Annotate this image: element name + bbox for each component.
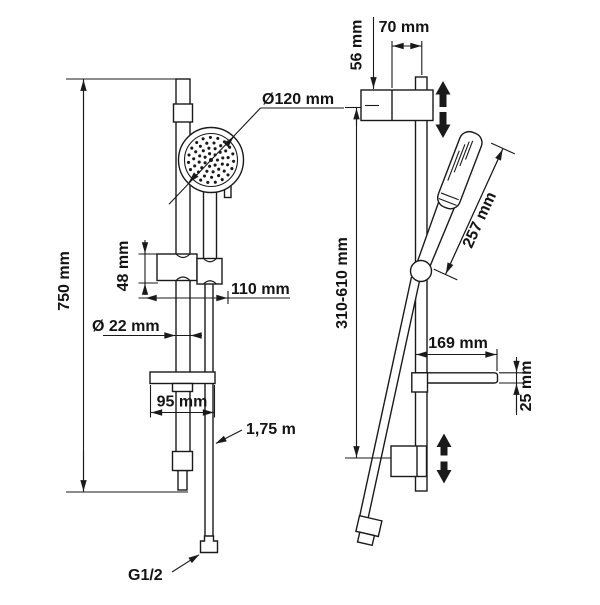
- dim-adjustment-range: 310-610 mm: [334, 106, 391, 459]
- top-slider: [172, 103, 194, 123]
- svg-text:750 mm: 750 mm: [56, 251, 73, 311]
- hose-connector-side: [355, 514, 383, 547]
- svg-text:1,75 m: 1,75 m: [246, 421, 296, 438]
- svg-text:Ø 22 mm: Ø 22 mm: [92, 318, 160, 335]
- svg-text:95 mm: 95 mm: [157, 394, 208, 411]
- soap-dish-side: [411, 372, 499, 393]
- svg-text:G1/2: G1/2: [128, 567, 163, 584]
- dim-holder-height: 48 mm: [115, 240, 158, 295]
- label-connection: G1/2: [128, 554, 200, 584]
- dim-total-height: 750 mm: [56, 78, 188, 493]
- svg-text:25 mm: 25 mm: [518, 361, 535, 412]
- front-view: 750 mm Ø120 mm 48 mm 110 mm: [56, 78, 344, 584]
- movement-arrow-top: [435, 81, 451, 138]
- dim-rail-diameter: Ø 22 mm: [92, 318, 202, 339]
- dim-dish-depth: 169 mm: [415, 335, 498, 371]
- dim-dish-thickness: 25 mm: [499, 357, 535, 415]
- dim-head-diameter: Ø120 mm: [168, 91, 344, 205]
- hose-side: [358, 276, 421, 522]
- dim-top-offset: 56 mm: [349, 17, 377, 89]
- bottom-slider: [171, 450, 194, 472]
- handset-side: [409, 130, 483, 283]
- svg-text:70 mm: 70 mm: [379, 19, 430, 36]
- svg-text:48 mm: 48 mm: [115, 241, 132, 292]
- handset-holder: [156, 253, 223, 285]
- dim-holder-reach: 110 mm: [138, 281, 290, 304]
- dim-dish-width: 95 mm: [149, 385, 216, 418]
- rail-bottom-stub: [177, 469, 188, 491]
- svg-text:Ø120 mm: Ø120 mm: [262, 91, 334, 108]
- handset-handle-front: [202, 183, 232, 262]
- soap-dish-front: [149, 371, 216, 393]
- svg-text:169 mm: 169 mm: [428, 335, 488, 352]
- dim-bracket-depth: 70 mm: [379, 19, 430, 88]
- svg-text:56 mm: 56 mm: [349, 20, 366, 71]
- wall-bracket-bottom: [390, 445, 428, 478]
- svg-text:257 mm: 257 mm: [460, 189, 500, 250]
- side-view: 70 mm 56 mm 310-610 mm 257 mm: [334, 17, 535, 547]
- pivot-ball: [409, 259, 433, 283]
- wall-bracket-top: [360, 89, 434, 122]
- label-hose-length: 1,75 m: [215, 421, 296, 444]
- hose-connector-front: [199, 535, 219, 554]
- movement-arrow-bottom: [436, 433, 452, 484]
- svg-text:310-610 mm: 310-610 mm: [334, 237, 351, 329]
- svg-text:110 mm: 110 mm: [231, 281, 290, 298]
